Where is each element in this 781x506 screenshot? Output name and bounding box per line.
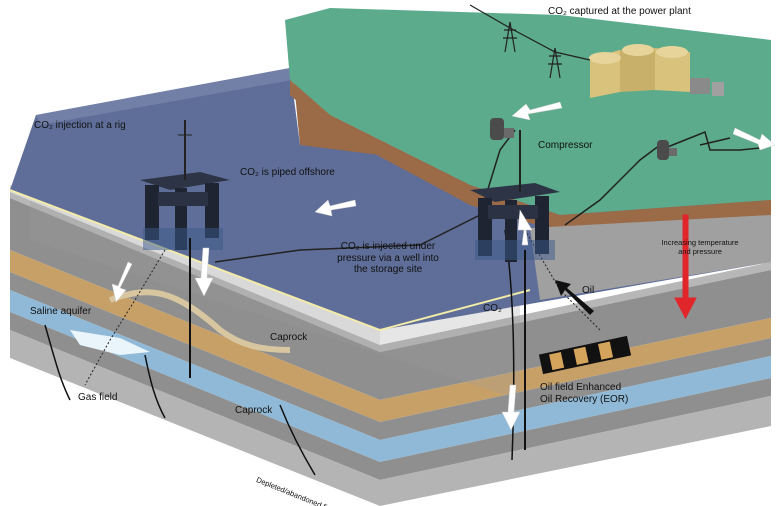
label-caprock-lower: Caprock (235, 405, 273, 416)
temperature-arrow (674, 214, 697, 320)
compressor-stations (490, 118, 677, 160)
gas-field-lens (70, 330, 150, 355)
label-injected: CO₂ is injected under pressure via a wel… (308, 241, 468, 276)
oil-arrow (555, 280, 594, 315)
label-saline-aquifer: Saline aquifer (30, 306, 92, 317)
label-temperature-line2: and pressure (678, 246, 722, 256)
label-power-plant: CO₂ captured at the power plant (548, 6, 691, 17)
oil-pocket (538, 335, 632, 375)
label-caprock-upper: Caprock (270, 332, 308, 343)
label-temperature-line1: Increasing temperature (661, 238, 739, 247)
label-gas-field: Gas field (78, 392, 118, 403)
label-injection-rig: CO₂ injection at a rig (34, 120, 126, 131)
label-injected-line3: the storage site (353, 264, 423, 275)
label-injected-line1: CO₂ is injected under (340, 241, 436, 252)
label-eor-line2: Oil Recovery (EOR) (540, 393, 629, 405)
flow-arrows-white (111, 101, 776, 431)
label-oil: Oil (582, 285, 595, 296)
rig-right (470, 130, 560, 450)
rig-left (140, 120, 230, 378)
label-compressor: Compressor (538, 140, 593, 151)
label-eor-line1: Oil field Enhanced (540, 382, 622, 393)
label-eor: Oil field Enhanced Oil Recovery (EOR) (540, 382, 628, 405)
block-right-face (380, 262, 771, 506)
power-pylons (469, 4, 591, 79)
power-plant (589, 44, 724, 98)
label-injected-line2: pressure via a well into (337, 252, 439, 264)
label-co2-small: CO₂ (483, 303, 502, 314)
label-temperature: Increasing temperature and pressure (640, 238, 760, 256)
label-piped-offshore: CO₂ is piped offshore (240, 167, 335, 178)
